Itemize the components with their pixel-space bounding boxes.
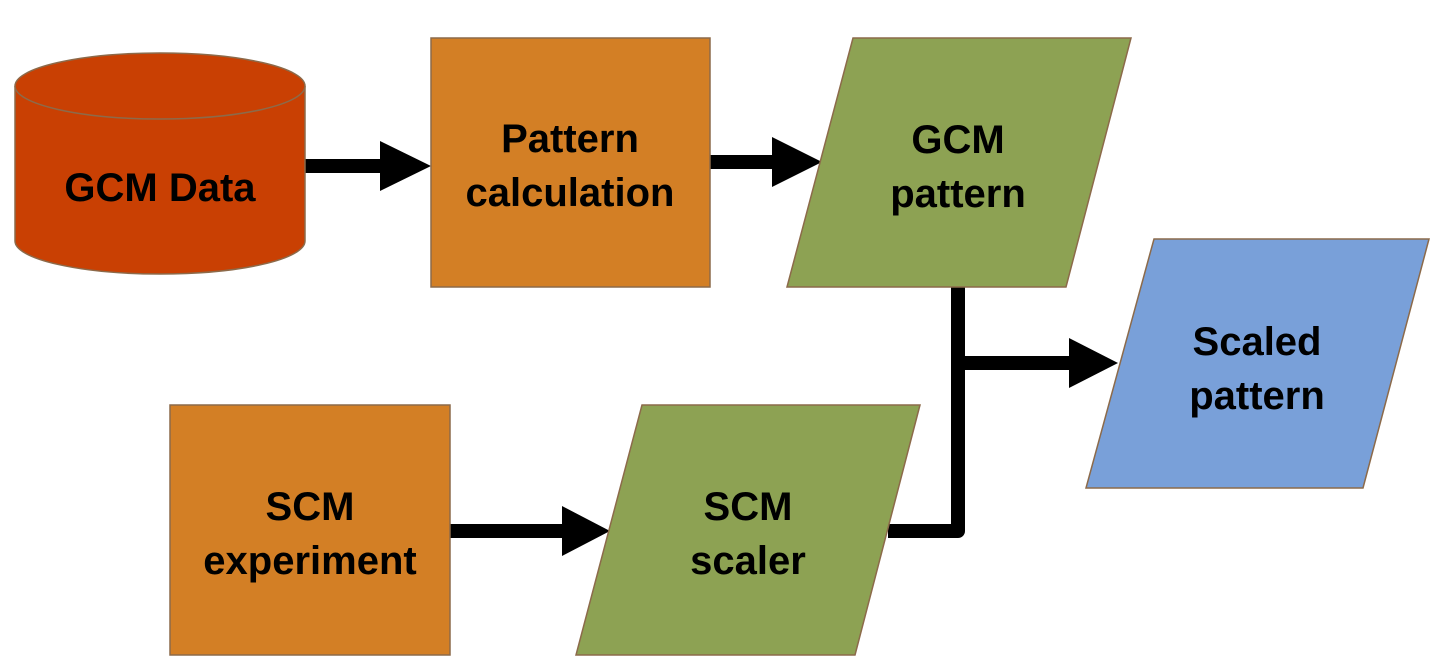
node-pattern-calculation: Pattern calculation: [430, 37, 711, 288]
gcm-pattern-label-line2: pattern: [890, 172, 1026, 216]
node-scm-experiment: SCM experiment: [169, 404, 451, 656]
arrowhead-scm-experiment-to-scm-scaler: [562, 506, 610, 556]
pattern-calculation-box: [430, 37, 711, 288]
arrowhead-merge-to-scaled-pattern: [1069, 338, 1118, 388]
gcm-pattern-parallelogram: [786, 37, 1132, 288]
scm-experiment-label-line1: SCM: [266, 485, 355, 529]
node-scm-scaler: SCM scaler: [575, 404, 921, 656]
scm-scaler-label-line1: SCM: [704, 485, 793, 529]
node-gcm-pattern: GCM pattern: [786, 37, 1132, 288]
gcm-data-cylinder-top: [14, 52, 306, 120]
gcm-data-label: GCM Data: [64, 166, 256, 210]
scm-experiment-label-line2: experiment: [203, 539, 416, 583]
scaled-pattern-label-line2: pattern: [1189, 374, 1325, 418]
node-scaled-pattern: Scaled pattern: [1085, 238, 1430, 489]
scaled-pattern-label-line1: Scaled: [1193, 320, 1322, 364]
node-gcm-data: GCM Data: [14, 52, 306, 275]
scm-scaler-parallelogram: [575, 404, 921, 656]
arrowhead-pattern-calculation-to-gcm-pattern: [772, 137, 822, 187]
pattern-calculation-label-line1: Pattern: [501, 117, 639, 161]
edge-scm-scaler-to-merge: [888, 365, 965, 538]
gcm-data-cylinder-body: [14, 86, 306, 275]
gcm-pattern-label-line1: GCM: [911, 118, 1004, 162]
scm-scaler-label-line2: scaler: [690, 539, 806, 583]
arrowhead-gcm-data-to-pattern-calculation: [380, 141, 431, 191]
scm-experiment-box: [169, 404, 451, 656]
scaled-pattern-parallelogram: [1085, 238, 1430, 489]
pattern-calculation-label-line2: calculation: [466, 171, 675, 215]
connectors: [305, 137, 1118, 556]
